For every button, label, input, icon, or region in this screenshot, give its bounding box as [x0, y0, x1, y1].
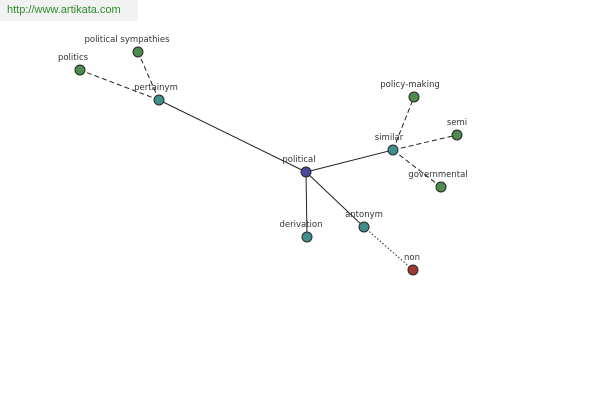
node-label-governmental[interactable]: governmental [408, 170, 467, 180]
node-label-derivation[interactable]: derivation [279, 220, 322, 230]
node-non[interactable] [407, 264, 419, 276]
node-label-antonym[interactable]: antonym [345, 210, 383, 220]
watermark-text[interactable]: http://www.artikata.com [7, 4, 121, 16]
edge-pertainym-political-sympathies [137, 51, 160, 101]
node-label-pertainym[interactable]: pertainym [134, 83, 178, 93]
node-label-semi[interactable]: semi [447, 118, 467, 128]
node-label-politics[interactable]: politics [58, 53, 89, 63]
node-antonym[interactable] [358, 221, 370, 233]
edge-similar-policy-making [392, 96, 415, 151]
node-politics[interactable] [74, 64, 86, 76]
node-derivation[interactable] [301, 231, 313, 243]
node-semi[interactable] [451, 129, 463, 141]
edge-political-antonym [305, 171, 365, 228]
node-governmental[interactable] [435, 181, 447, 193]
edge-antonym-non [363, 226, 414, 271]
node-label-political-sympathies[interactable]: political sympathies [84, 35, 170, 45]
node-policy-making[interactable] [408, 91, 420, 103]
node-similar[interactable] [387, 144, 399, 156]
nodes-layer [74, 46, 463, 276]
edge-political-pertainym [158, 99, 307, 173]
node-label-similar[interactable]: similar [375, 133, 404, 143]
node-political-sympathies[interactable] [132, 46, 144, 58]
watermark: http://www.artikata.com [0, 0, 138, 21]
node-pertainym[interactable] [153, 94, 165, 106]
edge-pertainym-politics [79, 69, 160, 101]
edge-similar-governmental [392, 149, 442, 188]
labels-layer: political pertainym similar derivation anton… [58, 35, 468, 263]
node-label-policy-making[interactable]: policy-making [380, 80, 440, 90]
node-political[interactable] [300, 166, 312, 178]
edge-political-similar [305, 149, 394, 173]
edge-similar-semi [392, 134, 458, 151]
node-label-political[interactable]: political [282, 155, 315, 165]
edge-political-derivation [305, 171, 308, 238]
edges-layer [79, 51, 458, 271]
node-label-non[interactable]: non [404, 253, 420, 263]
